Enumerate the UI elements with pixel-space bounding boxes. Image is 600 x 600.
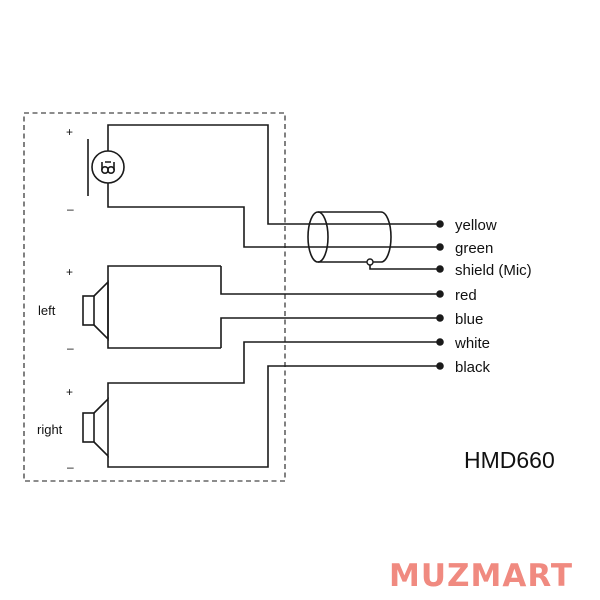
shielded-cable bbox=[307, 211, 440, 270]
mic-plus-label: + bbox=[66, 125, 73, 139]
speaker-icon bbox=[82, 280, 109, 341]
right-minus-label: – bbox=[67, 460, 74, 474]
left-minus-label: – bbox=[67, 341, 74, 355]
terminal-dot bbox=[436, 362, 444, 370]
right-plus-label: + bbox=[66, 385, 73, 399]
wire-label-green: green bbox=[455, 240, 493, 257]
terminal-dot bbox=[436, 220, 444, 228]
terminal-dot bbox=[436, 314, 444, 322]
wire-label-blue: blue bbox=[455, 311, 483, 328]
wire-label-red: red bbox=[455, 287, 477, 304]
left-speaker-loop bbox=[107, 265, 221, 349]
left-minus-wire bbox=[220, 317, 440, 348]
terminal-dot bbox=[436, 290, 444, 298]
left-plus-wire bbox=[220, 266, 440, 295]
wire-label-shield: shield (Mic) bbox=[455, 262, 532, 279]
right-plus-wire bbox=[107, 341, 440, 399]
terminal-dot bbox=[436, 243, 444, 251]
terminal-dot bbox=[436, 265, 444, 273]
terminal-dot bbox=[436, 338, 444, 346]
model-title: HMD660 bbox=[464, 447, 555, 473]
right-speaker-label: right bbox=[37, 422, 63, 437]
left-speaker-label: left bbox=[38, 303, 56, 318]
brand-watermark: MUZMART bbox=[389, 558, 573, 594]
speaker-icon bbox=[82, 397, 109, 458]
wire-label-black: black bbox=[455, 359, 491, 376]
mic-plus-wire bbox=[107, 124, 440, 225]
mic-minus-label: – bbox=[67, 202, 74, 216]
microphone-icon bbox=[87, 139, 125, 196]
right-minus-wire bbox=[107, 365, 440, 468]
wire-label-yellow: yellow bbox=[455, 217, 497, 234]
left-plus-label: + bbox=[66, 265, 73, 279]
wire-label-white: white bbox=[454, 335, 490, 352]
headset-enclosure bbox=[23, 112, 286, 482]
